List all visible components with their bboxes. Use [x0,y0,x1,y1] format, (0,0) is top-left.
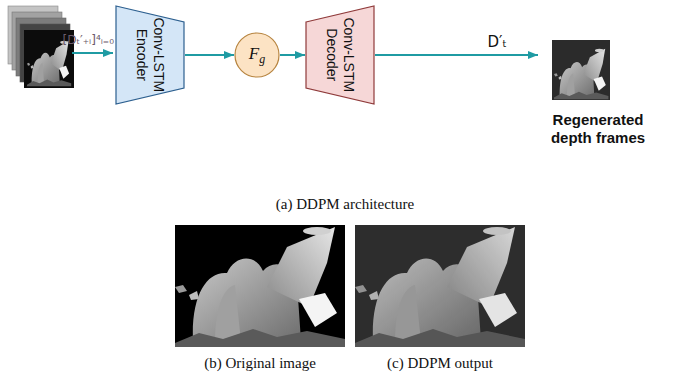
subfigure-caption: (b) Original image [204,355,316,372]
input-sequence-label: [Dₜ′₊ᵢ]⁴ᵢ₌₀ [63,33,114,47]
output-frames: Regenerated depth frames [538,25,658,149]
input-arrow [72,52,113,54]
output-caption: Regenerated depth frames [541,111,655,147]
flow-arrow [185,54,234,56]
latent-circle: Fg [234,32,280,78]
subfigure-caption: (a) DDPM architecture [276,196,414,213]
original-depth-image [175,225,345,347]
flow-arrow [375,54,538,56]
block-title: Conv-LSTM Encoder [133,9,167,101]
decoder-block: Conv-LSTM Decoder [305,5,375,105]
signal-label: D′ₜ [488,33,507,51]
output-thumbnail [552,40,610,100]
ddpm-output-image [355,225,525,347]
math-symbol: Fg [249,44,265,67]
flow-arrow [280,54,305,56]
subfigure-caption: (c) DDPM output [387,355,493,372]
encoder-block: Conv-LSTM Encoder [115,5,185,105]
block-title: Conv-LSTM Decoder [323,9,357,101]
input-frame-stack [8,6,74,88]
